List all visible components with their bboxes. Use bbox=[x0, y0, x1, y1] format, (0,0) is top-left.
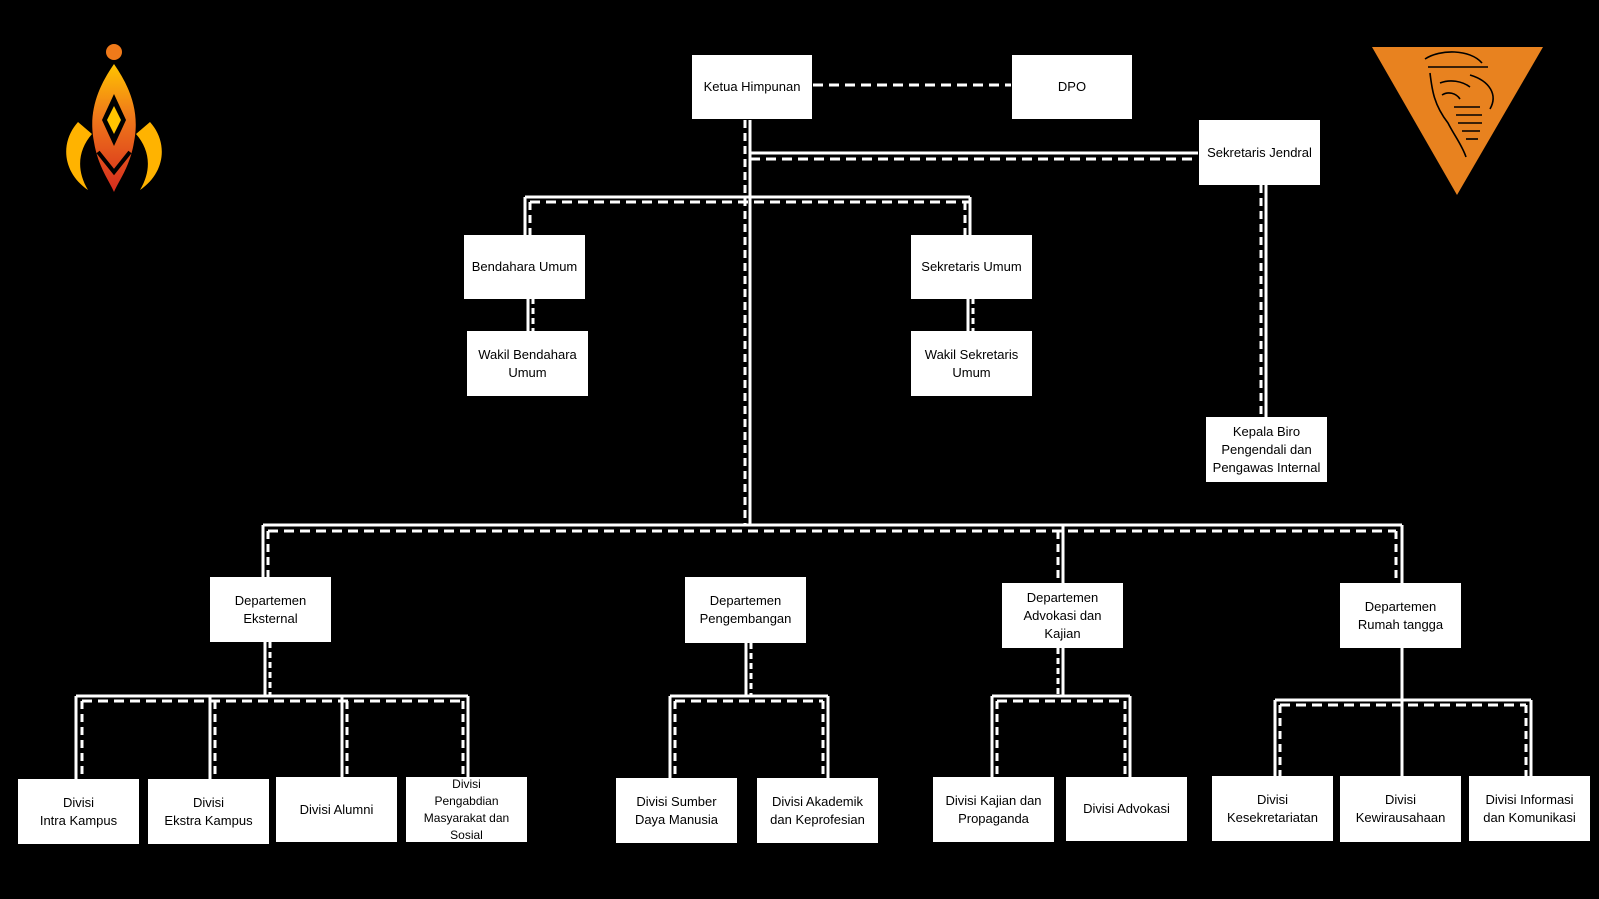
department-label: Departemen Eksternal bbox=[234, 592, 307, 626]
division-label: Divisi Pengabdian Masyarakat dan Sosial bbox=[423, 777, 510, 842]
department-label: Departemen Advokasi dan Kajian bbox=[1023, 589, 1102, 641]
bendahara-umum-label: Bendahara Umum bbox=[471, 259, 578, 274]
wakil-sekretaris-label: Wakil Sekretaris Umum bbox=[924, 346, 1019, 380]
division-box: Divisi Kesekretariatan bbox=[1212, 776, 1333, 841]
division-box: Divisi Intra Kampus bbox=[18, 779, 139, 844]
division-label: Divisi Kewirausahaan bbox=[1355, 792, 1446, 825]
division-box: Divisi Alumni bbox=[276, 777, 397, 842]
division-box: Divisi Kajian dan Propaganda bbox=[933, 777, 1054, 842]
department-box: Departemen Pengembangan bbox=[685, 577, 806, 643]
division-box: Divisi Sumber Daya Manusia bbox=[616, 778, 737, 843]
wakil-bendahara-box: Wakil Bendahara Umum bbox=[467, 331, 588, 396]
department-label: Departemen Rumah tangga bbox=[1357, 598, 1444, 632]
department-label: Departemen Pengembangan bbox=[699, 593, 792, 626]
triangle-emblem-logo-icon bbox=[1372, 47, 1543, 195]
kepala-biro-label: Kepala Biro Pengendali dan Pengawas Inte… bbox=[1212, 423, 1321, 475]
division-box: Divisi Pengabdian Masyarakat dan Sosial bbox=[406, 777, 527, 842]
division-box: Divisi Akademik dan Keprofesian bbox=[757, 778, 878, 843]
ketua-himpunan-box: Ketua Himpunan bbox=[692, 55, 812, 119]
division-label: Divisi Sumber Daya Manusia bbox=[634, 793, 719, 827]
sekretaris-umum-label: Sekretaris Umum bbox=[921, 259, 1022, 274]
dpo-box: DPO bbox=[1012, 55, 1132, 119]
division-label: Divisi Ekstra Kampus bbox=[164, 794, 253, 828]
division-label: Divisi Alumni bbox=[299, 801, 374, 817]
division-box: Divisi Advokasi bbox=[1066, 777, 1187, 841]
division-label: Divisi Informasi dan Komunikasi bbox=[1483, 791, 1576, 825]
department-box: Departemen Eksternal bbox=[210, 577, 331, 642]
department-box: Departemen Rumah tangga bbox=[1340, 583, 1461, 648]
bendahara-umum-box: Bendahara Umum bbox=[464, 235, 585, 299]
department-box: Departemen Advokasi dan Kajian bbox=[1002, 583, 1123, 648]
division-box: Divisi Informasi dan Komunikasi bbox=[1469, 776, 1590, 841]
sekretaris-jendral-box: Sekretaris Jendral bbox=[1199, 120, 1320, 185]
sekretaris-umum-box: Sekretaris Umum bbox=[911, 235, 1032, 299]
division-label: Divisi Akademik dan Keprofesian bbox=[770, 793, 865, 827]
division-label: Divisi Kesekretariatan bbox=[1226, 791, 1319, 825]
ketua-himpunan-label: Ketua Himpunan bbox=[703, 79, 801, 94]
division-label: Divisi Advokasi bbox=[1083, 801, 1170, 816]
kepala-biro-box: Kepala Biro Pengendali dan Pengawas Inte… bbox=[1206, 417, 1327, 482]
wakil-sekretaris-box: Wakil Sekretaris Umum bbox=[911, 331, 1032, 396]
sekretaris-jendral-label: Sekretaris Jendral bbox=[1207, 144, 1312, 160]
flame-logo-icon bbox=[66, 44, 162, 192]
dpo-label: DPO bbox=[1057, 79, 1087, 94]
division-box: Divisi Kewirausahaan bbox=[1340, 776, 1461, 842]
wakil-bendahara-label: Wakil Bendahara Umum bbox=[478, 346, 577, 380]
division-box: Divisi Ekstra Kampus bbox=[148, 779, 269, 844]
division-label: Divisi Kajian dan Propaganda bbox=[945, 792, 1042, 826]
division-label: Divisi Intra Kampus bbox=[39, 794, 118, 828]
